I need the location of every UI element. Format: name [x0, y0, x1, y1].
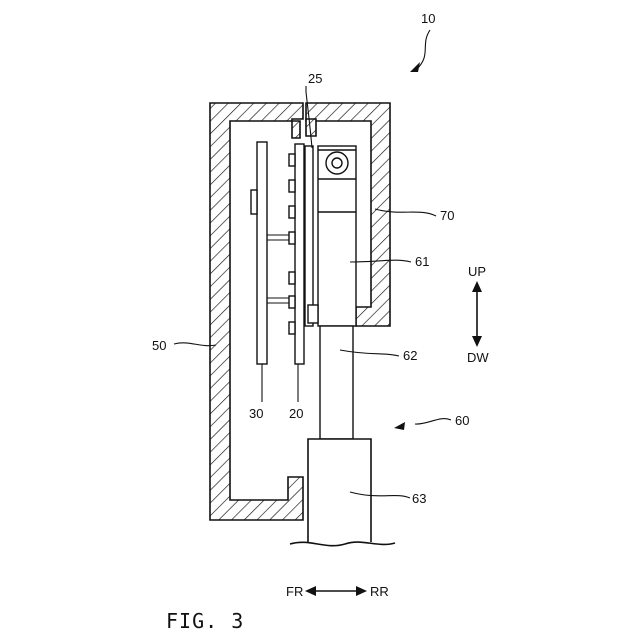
direction-down: DW [467, 350, 489, 365]
board-connectors [267, 235, 289, 303]
board-20-pads [289, 154, 295, 334]
arrowhead-10 [410, 62, 420, 72]
label-62: 62 [403, 348, 417, 363]
board-30-chip [251, 190, 257, 214]
part-61-side-block [308, 305, 318, 323]
board-30 [257, 142, 267, 364]
direction-up: UP [468, 264, 486, 279]
arrowhead-60 [394, 422, 405, 430]
label-20: 20 [289, 406, 303, 421]
figure-caption: FIG. 3 [166, 609, 244, 633]
part-63 [308, 439, 371, 542]
board-20 [295, 144, 304, 364]
label-50: 50 [152, 338, 166, 353]
label-25: 25 [308, 71, 322, 86]
part-62 [320, 326, 353, 439]
direction-rear: RR [370, 584, 389, 599]
label-10: 10 [421, 11, 435, 26]
label-30: 30 [249, 406, 263, 421]
break-line [290, 542, 395, 546]
pivot-inner [332, 158, 342, 168]
label-70: 70 [440, 208, 454, 223]
direction-front: FR [286, 584, 303, 599]
label-60: 60 [455, 413, 469, 428]
label-61: 61 [415, 254, 429, 269]
label-63: 63 [412, 491, 426, 506]
board-25 [305, 146, 313, 326]
